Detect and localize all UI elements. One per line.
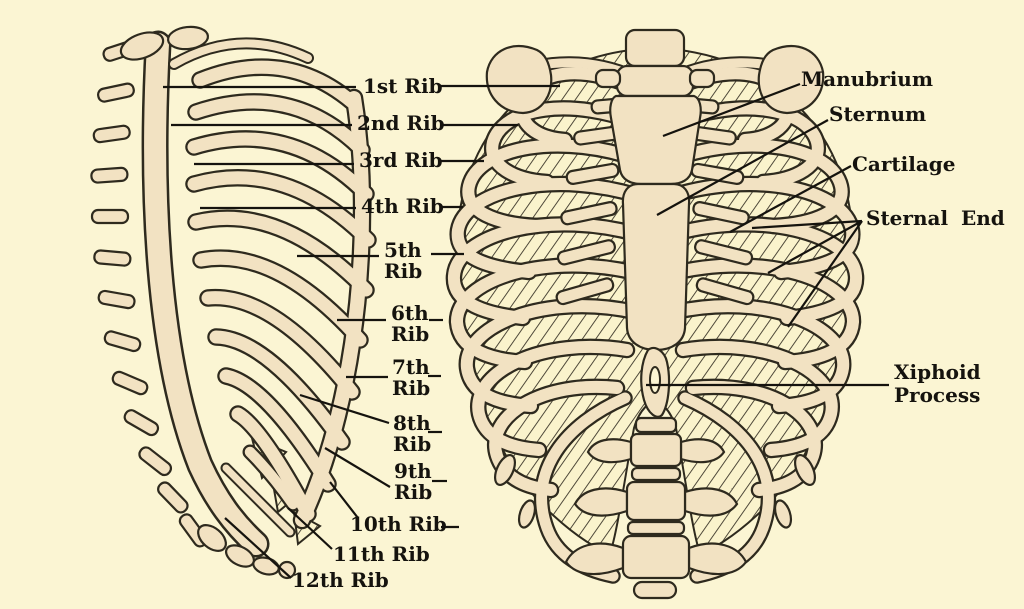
label-9th-rib: 9th Rib: [394, 459, 433, 504]
label-1st-rib: 1st Rib: [363, 74, 443, 98]
label-2nd-rib: 2nd Rib: [357, 111, 445, 135]
leader-manubrium: [662, 82, 801, 138]
label-sternum: Sternum: [829, 102, 927, 126]
leader-9th-rib-left: [324, 447, 391, 488]
label-4th-rib: 4th Rib: [361, 194, 444, 218]
label-11th-rib: 11th Rib: [333, 542, 430, 566]
lateral-view: [90, 25, 368, 580]
cervical-vertebrae: [594, 28, 716, 98]
leader-sternal-end-1: [751, 219, 863, 230]
leader-11th-rib: [287, 507, 333, 550]
label-5th-rib: 5th Rib: [384, 238, 423, 283]
leader-10th-rib-left: [329, 481, 359, 519]
label-7th-rib: 7th Rib: [392, 355, 431, 400]
label-8th-rib: 8th Rib: [393, 411, 432, 456]
xiphoid-foramen: [649, 366, 661, 394]
lateral-lower-vertebrae: [197, 524, 297, 580]
leader-cartilage: [729, 165, 852, 233]
leader-sternum: [656, 119, 829, 216]
label-12th-rib: 12th Rib: [292, 568, 389, 592]
leader-sternal-end-2: [767, 220, 863, 274]
label-cartilage: Cartilage: [852, 152, 956, 176]
label-xiphoid-process: Xiphoid Process: [894, 360, 981, 407]
label-10th-rib: 10th Rib: [350, 512, 447, 536]
leader-12th-rib: [224, 517, 292, 579]
leader-lines: [163, 82, 889, 579]
label-3rd-rib: 3rd Rib: [359, 148, 443, 172]
manubrium-shape: [609, 94, 702, 186]
sternum-body-shape: [621, 182, 691, 352]
anterior-view: [454, 28, 856, 600]
label-sternal-end: Sternal End: [866, 206, 1005, 230]
lumbar-vertebrae: [564, 416, 748, 600]
label-manubrium: Manubrium: [801, 67, 934, 91]
leader-8th-rib-left: [299, 393, 390, 425]
leader-sternal-end-3: [787, 220, 863, 328]
lateral-spinous-processes: [90, 39, 208, 548]
label-6th-rib: 6th Rib: [391, 301, 430, 346]
lateral-top-bones: [119, 25, 210, 61]
